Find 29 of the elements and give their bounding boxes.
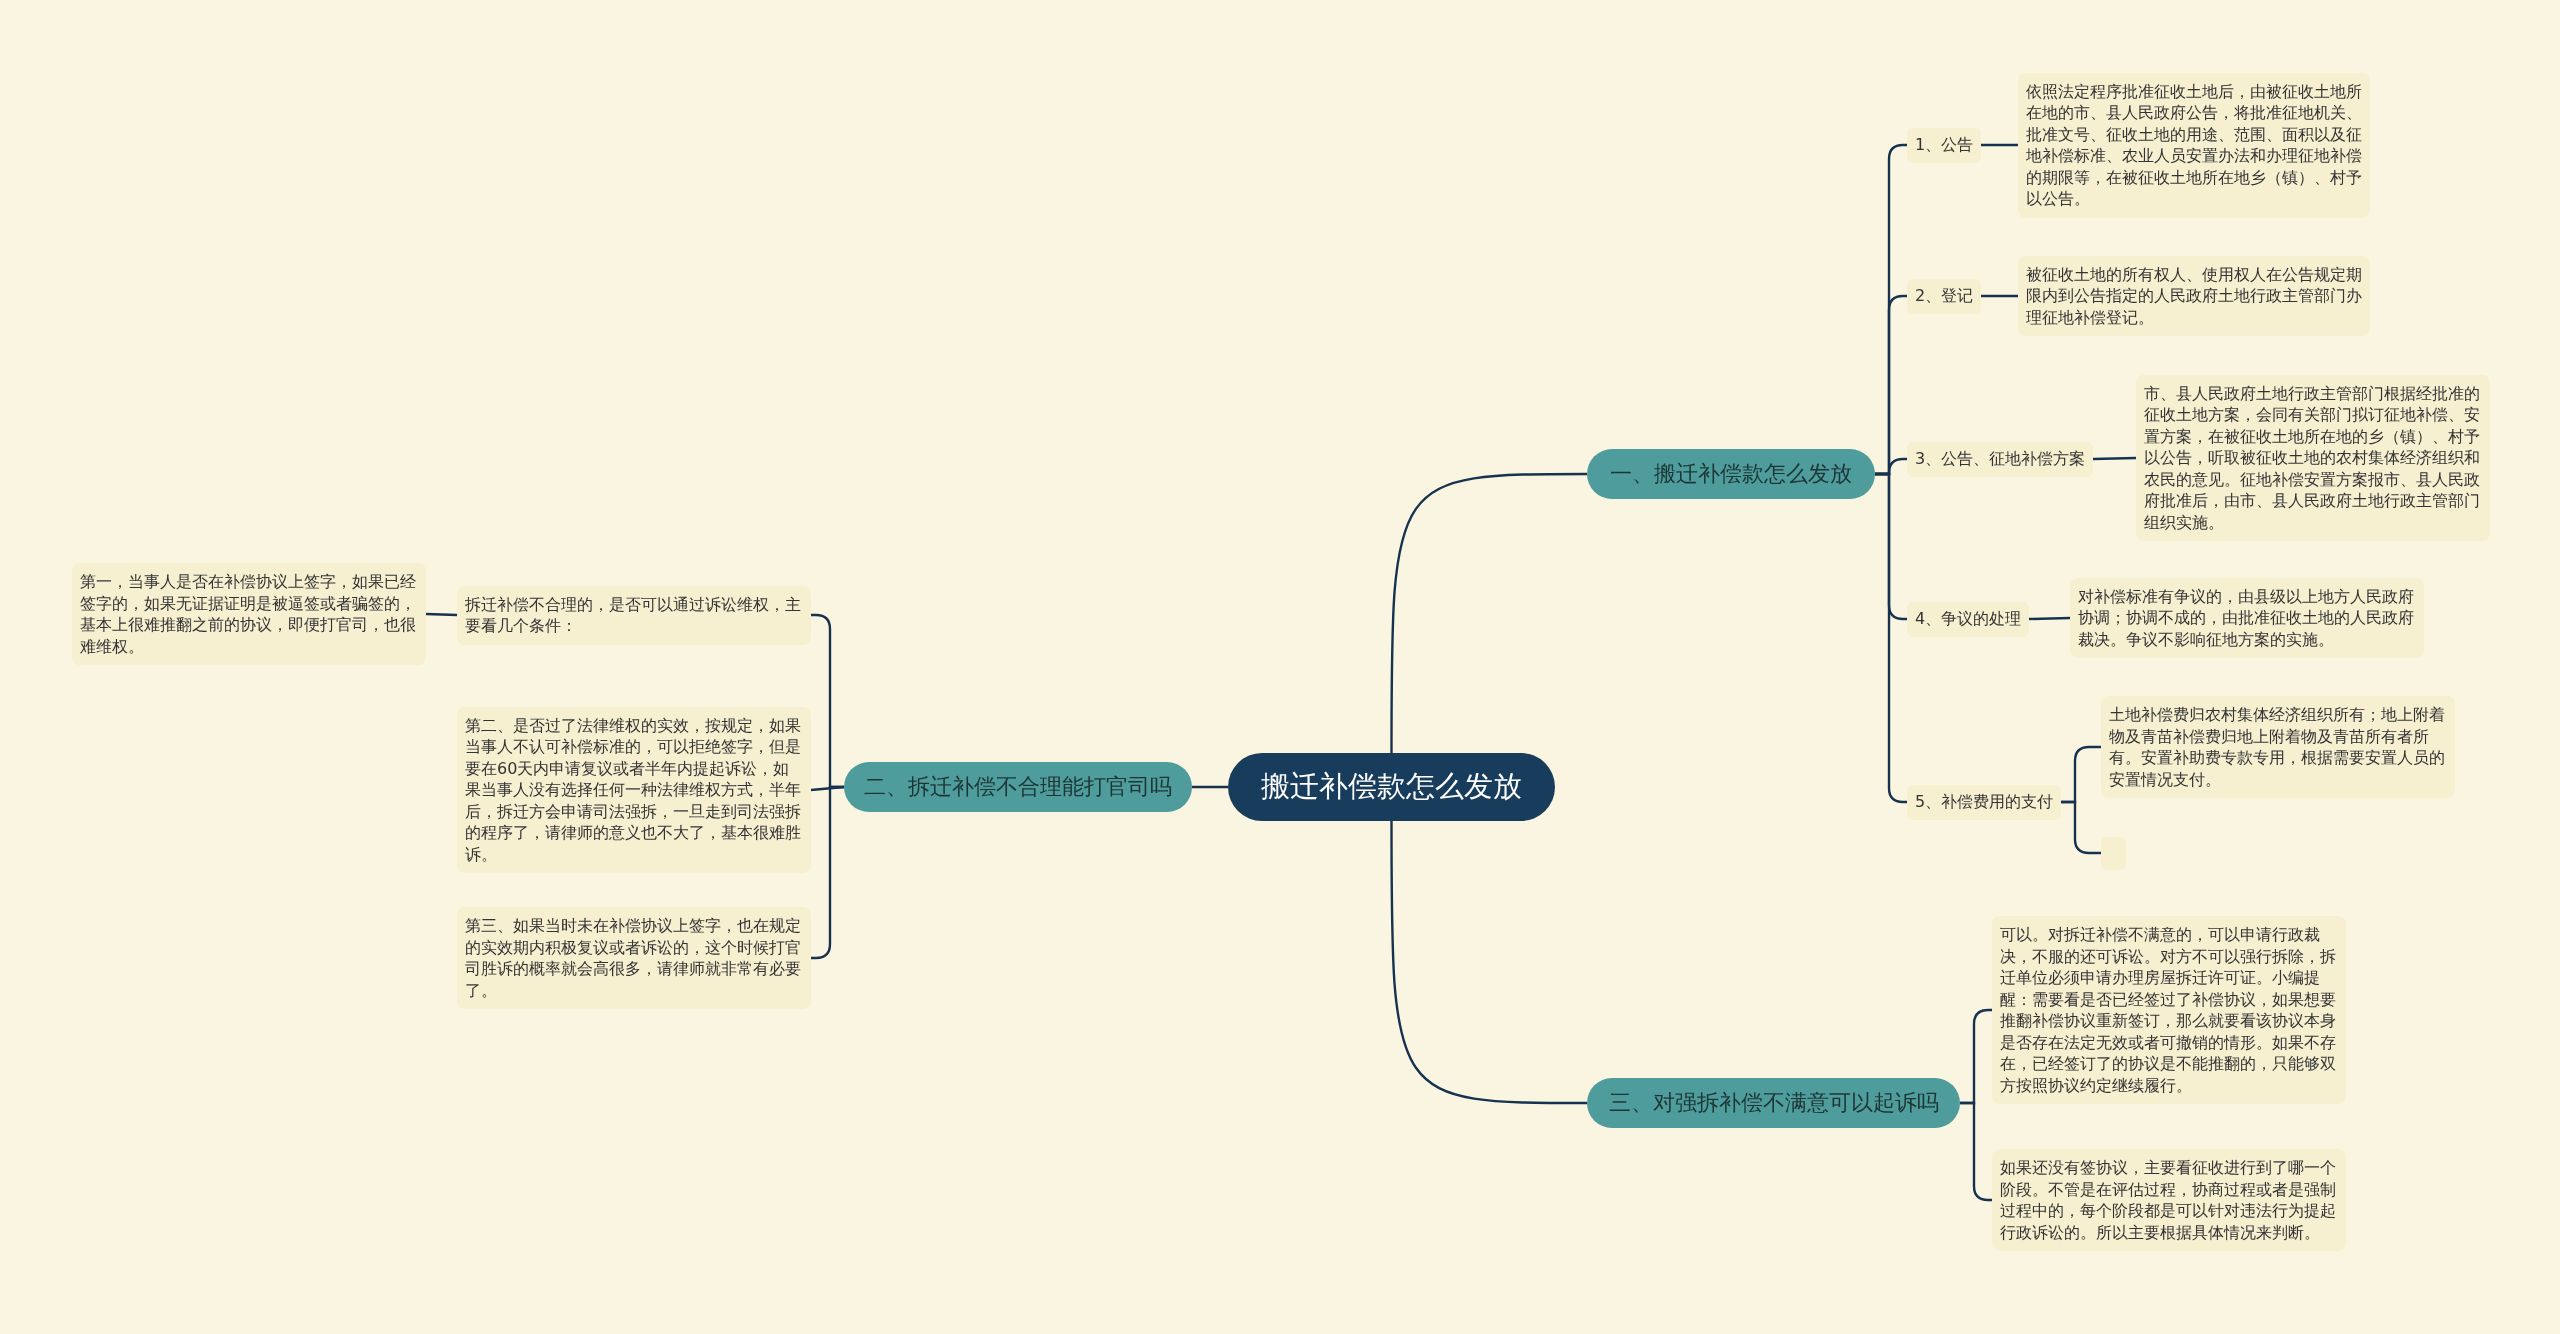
empty-card [2101, 836, 2126, 870]
detail-card: 土地补偿费归农村集体经济组织所有；地上附着物及青苗补偿费归地上附着物及青苗所有者所有。安置补助费专款专用，根据需要安置人员的安置情况支付。 [2101, 696, 2455, 798]
central-topic: 搬迁补偿款怎么发放 [1228, 753, 1555, 821]
branch-topic: 二、拆迁补偿不合理能打官司吗 [844, 762, 1192, 812]
subtopic-label: 1、公告 [1907, 127, 1982, 163]
connector-line [1390, 472, 1587, 753]
branch-topic: 三、对强拆补偿不满意可以起诉吗 [1587, 1078, 1960, 1128]
subtopic-label: 5、补偿费用的支付 [1907, 784, 2062, 820]
subtopic-label: 3、公告、征地补偿方案 [1907, 441, 2094, 477]
detail-card: 第一，当事人是否在补偿协议上签字，如果已经签字的，如果无证据证明是被逼签或者骗签的，基本上很难推翻之前的协议，即便打官司，也很难维权。 [72, 563, 426, 665]
detail-card: 第三、如果当时未在补偿协议上签字，也在规定的实效期内积极复议或者诉讼的，这个时候打官司胜诉的概率就会高很多，请律师就非常有必要了。 [457, 907, 811, 1009]
detail-card: 第二、是否过了法律维权的实效，按规定，如果当事人不认可补偿标准的，可以拒绝签字，但是要在60天内申请复议或者半年内提起诉讼，如果当事人没有选择任何一种法律维权方式，半年后，拆迁方会申请司法强拆，一旦走到司法强拆的程序了，请律师的意义也不大了，基本很难胜诉。 [457, 706, 811, 873]
connector-line [1390, 821, 1587, 1105]
branch-topic: 一、搬迁补偿款怎么发放 [1587, 449, 1875, 499]
connector-line [2028, 616, 2071, 621]
connector-line [2092, 456, 2137, 461]
detail-card: 对补偿标准有争议的，由县级以上地方人民政府协调；协调不成的，由批准征收土地的人民政府裁决。争议不影响征地方案的实施。 [2070, 577, 2424, 658]
detail-card: 被征收土地的所有权人、使用权人在公告规定期限内到公告指定的人民政府土地行政主管部门办理征地补偿登记。 [2018, 255, 2370, 336]
connector-line [1981, 143, 2018, 147]
subtopic-label: 2、登记 [1907, 278, 1982, 314]
connector-line [425, 612, 458, 617]
detail-card: 市、县人民政府土地行政主管部门根据经批准的征收土地方案，会同有关部门拟订征地补偿、安置方案，在被征收土地所在地的乡（镇）、村予以公告，听取被征收土地的农村集体经济组织和农民的意见。征地补偿安置方案报市、县人民政府批准后，由市、县人民政府土地行政主管部门组织实施。 [2136, 374, 2490, 541]
detail-card: 如果还没有签协议，主要看征收进行到了哪一个阶段。不管是在评估过程，协商过程或者是强制过程中的，每个阶段都是可以针对违法行为提起行政诉讼的。所以主要根据具体情况来判断。 [1992, 1149, 2346, 1251]
subtopic-label: 4、争议的处理 [1907, 601, 2030, 637]
connector-line [1192, 785, 1228, 789]
detail-card: 依照法定程序批准征收土地后，由被征收土地所在地的市、县人民政府公告，将批准征地机关、批准文号、征收土地的用途、范围、面积以及征地补偿标准、农业人员安置办法和办理征地补偿的期限等，在被征收土地所在地乡（镇）、村予以公告。 [2018, 72, 2370, 218]
detail-card: 拆迁补偿不合理的，是否可以通过诉讼维权，主要看几个条件： [457, 585, 811, 645]
connector-line [1981, 294, 2018, 298]
detail-card: 可以。对拆迁补偿不满意的，可以申请行政裁决，不服的还可诉讼。对方不可以强行拆除，拆迁单位必须申请办理房屋拆迁许可证。小编提醒：需要看是否已经签过了补偿协议，如果想要推翻补偿协议重新签订，那么就要看该协议本身是否存在法定无效或者可撤销的情形。如果不存在，已经签订了的协议是不能推翻的，只能够双方按照协议约定继续履行。 [1992, 916, 2346, 1104]
